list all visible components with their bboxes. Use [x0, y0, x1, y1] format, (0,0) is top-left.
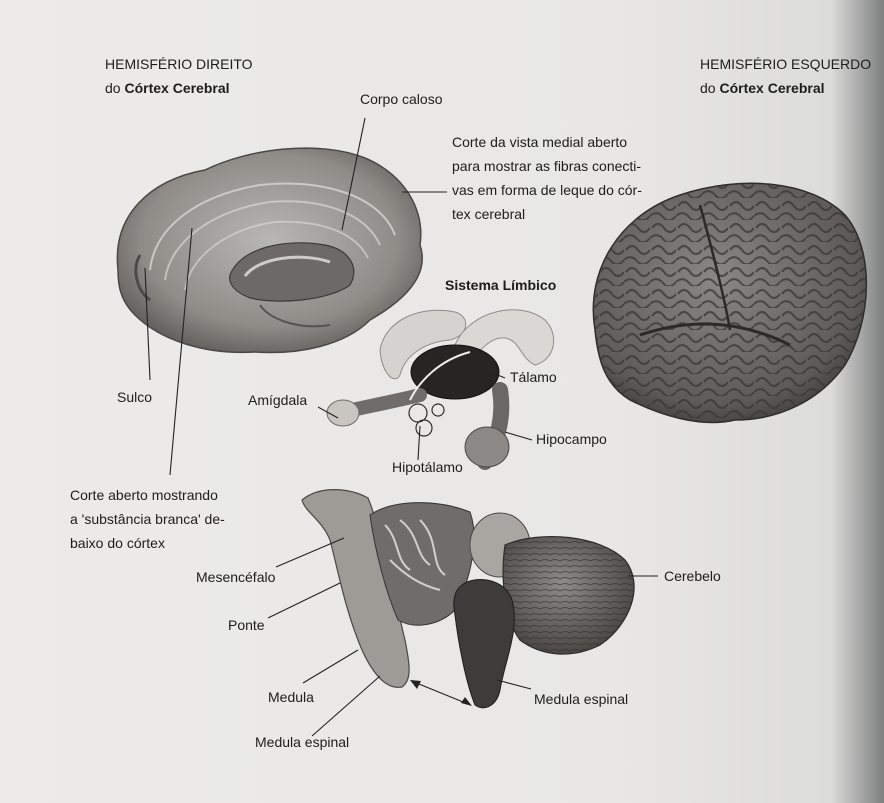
label-hipotalamo: Hipotálamo	[392, 458, 463, 477]
label-corte-medial: Corte da vista medial aberto para mostra…	[452, 130, 642, 226]
corte-medial-line: para mostrar as fibras conecti-	[452, 154, 642, 178]
header-left-bold: Córtex Cerebral	[719, 80, 824, 96]
brainstem-cerebellum-drawing	[302, 490, 634, 708]
corte-aberto-line: baixo do córtex	[70, 531, 225, 555]
header-right-bold: Córtex Cerebral	[124, 80, 229, 96]
label-cerebelo: Cerebelo	[664, 567, 721, 586]
label-mesencefalo: Mesencéfalo	[196, 568, 275, 587]
label-corpo-caloso: Corpo caloso	[360, 90, 443, 109]
label-sulco: Sulco	[117, 388, 152, 407]
left-hemisphere-header: HEMISFÉRIO ESQUERDO do Córtex Cerebral	[700, 52, 871, 100]
header-left-prefix: do	[700, 80, 716, 96]
label-talamo: Tálamo	[510, 368, 557, 387]
header-right-line1: HEMISFÉRIO DIREITO	[105, 52, 253, 76]
label-medula-espinal-bottom: Medula espinal	[255, 733, 349, 752]
label-medula: Medula	[268, 688, 314, 707]
label-medula-espinal-right: Medula espinal	[534, 690, 628, 709]
label-sistema-limbico: Sistema Límbico	[445, 276, 556, 295]
corte-aberto-line: a 'substância branca' de-	[70, 507, 225, 531]
label-corte-aberto: Corte aberto mostrando a 'substância bra…	[70, 483, 225, 555]
limbic-system-drawing	[327, 310, 554, 467]
medial-hemisphere-drawing	[117, 148, 422, 352]
label-hipocampo: Hipocampo	[536, 430, 607, 449]
label-ponte: Ponte	[228, 616, 265, 635]
corte-medial-line: tex cerebral	[452, 202, 642, 226]
corte-medial-line: vas em forma de leque do cór-	[452, 178, 642, 202]
corte-medial-line: Corte da vista medial aberto	[452, 130, 642, 154]
header-right-prefix: do	[105, 80, 121, 96]
label-amigdala: Amígdala	[248, 391, 307, 410]
header-left-line1: HEMISFÉRIO ESQUERDO	[700, 52, 871, 76]
corte-aberto-line: Corte aberto mostrando	[70, 483, 225, 507]
right-hemisphere-header: HEMISFÉRIO DIREITO do Córtex Cerebral	[105, 52, 253, 100]
